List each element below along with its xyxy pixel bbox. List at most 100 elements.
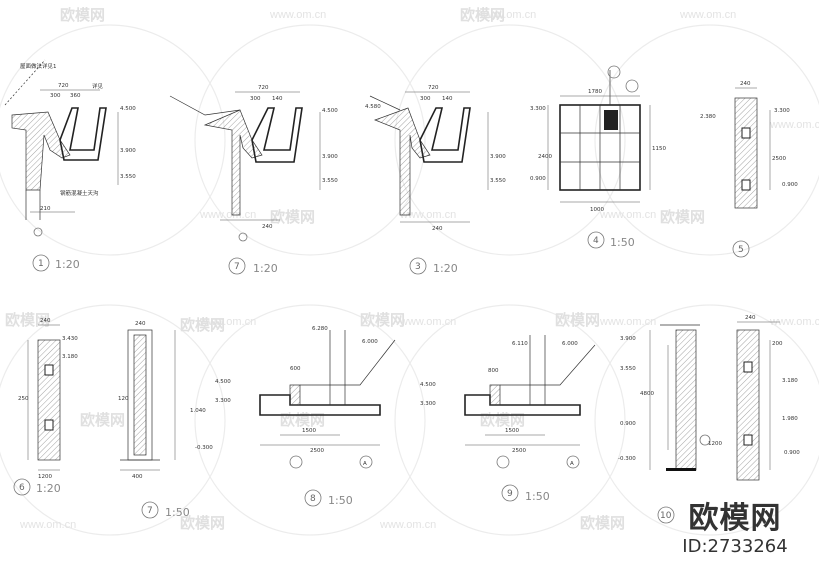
d8-axis-label: A [363, 461, 367, 467]
d2-number: 7 [234, 262, 240, 272]
watermark-logo: 欧模网 [480, 411, 525, 429]
d2-level-2: 3.900 [322, 154, 338, 160]
d3-dim-240: 240 [432, 226, 443, 232]
watermark-url: www.om.cn [19, 519, 76, 531]
d8-dim-2500: 2500 [310, 448, 324, 454]
d1-level-2: 3.900 [120, 148, 136, 154]
detail-11 [736, 321, 780, 481]
d2-scale: 1:20 [253, 262, 278, 275]
d11-level-2: 1.980 [782, 416, 798, 422]
watermark-logo: 欧模网 [460, 6, 505, 24]
watermark-logo: 欧模网 [555, 311, 600, 329]
d2-dim-300: 300 [250, 96, 261, 102]
d8-level-3: 4.500 [215, 379, 231, 385]
d10-dim-4800: 4800 [640, 391, 654, 397]
d7-callout-circle [141, 501, 159, 519]
d8-level-1: 6.280 [312, 326, 328, 332]
watermark-logo: 欧模网 [280, 411, 325, 429]
d10-level-4: -0.300 [618, 456, 636, 462]
d8-number: 8 [310, 494, 316, 504]
d4-callout-circle [587, 231, 605, 249]
d11-level-3: 0.900 [784, 450, 800, 456]
d8-dim-600: 600 [290, 366, 301, 372]
watermark-logo: 欧模网 [270, 208, 315, 226]
d10-callout-circle [657, 506, 675, 524]
d1-dim-300: 300 [50, 93, 61, 99]
d9-level-2: 6.000 [562, 341, 578, 347]
d9-dim-800: 800 [488, 368, 499, 374]
watermark-logo: 欧模网 [660, 208, 705, 226]
d2-callout-circle [228, 257, 246, 275]
watermark-logo: 欧模网 [180, 316, 225, 334]
d2-dim-140: 140 [272, 96, 283, 102]
detail-2 [169, 91, 321, 242]
d3-level-1: 4.580 [365, 104, 381, 110]
d11-dim-240: 240 [745, 315, 756, 321]
watermark-logo: 欧模网 [60, 6, 105, 24]
d4-number: 4 [593, 236, 599, 246]
d6-dim-240: 240 [40, 318, 51, 324]
watermark-url: www.om.cn [769, 316, 819, 328]
watermark-url: www.om.cn [599, 316, 656, 328]
d1-dim-210: 210 [40, 206, 51, 212]
brand-id: ID:2733264 [682, 536, 788, 557]
d3-level-2: 3.900 [490, 154, 506, 160]
d1-callout-circle [32, 254, 50, 272]
d3-level-3: 3.550 [490, 178, 506, 184]
d7-number: 7 [147, 506, 153, 516]
watermark-url: www.om.cn [199, 316, 256, 328]
watermark-layer: www.om.cn www.om.cn www.om.cn www.om.cn www.… [5, 6, 819, 532]
d4-level-1: 3.300 [530, 106, 546, 112]
d4-scale: 1:50 [610, 236, 635, 249]
d11-dim-200: 200 [772, 341, 783, 347]
d9-dim-1500: 1500 [505, 428, 519, 434]
d4-dim-2400: 2400 [538, 154, 552, 160]
watermark-logo: 欧模网 [180, 514, 225, 532]
detail-3 [369, 91, 489, 223]
detail-8 [259, 330, 396, 469]
d3-scale: 1:20 [433, 262, 458, 275]
d2-level-3: 3.550 [322, 178, 338, 184]
d1-note-3: 钢筋混凝土天沟 [60, 189, 99, 197]
d5-number: 5 [738, 245, 744, 255]
d10-dim-1200: 1200 [708, 441, 722, 447]
d9-callout-circle [501, 484, 519, 502]
d1-level-3: 3.550 [120, 174, 136, 180]
d6-level-1: 3.430 [62, 336, 78, 342]
d9-level-4: 3.300 [420, 401, 436, 407]
d3-number: 3 [415, 262, 421, 272]
d4-dim-1000: 1000 [590, 207, 604, 213]
d6-dim-250: 250 [18, 396, 29, 402]
d6-scale: 1:20 [36, 482, 61, 495]
d7-dim-120: 120 [118, 396, 129, 402]
d1-dim-720: 720 [58, 83, 69, 89]
d6-dim-1200: 1200 [38, 474, 52, 480]
d5-dim-240: 240 [740, 81, 751, 87]
d9-dim-2500: 2500 [512, 448, 526, 454]
brand-watermark: 欧模网 ID:2733264 [660, 502, 810, 558]
detail-6 [27, 324, 61, 471]
watermark-logo: 欧模网 [5, 311, 50, 329]
d2-dim-720: 720 [258, 85, 269, 91]
d2-level-1: 4.500 [322, 108, 338, 114]
detail-4 [547, 65, 651, 203]
d10-number: 10 [660, 511, 672, 521]
detail-10 [649, 324, 711, 471]
d3-callout-circle [409, 257, 427, 275]
watermark-url: www.om.cn [679, 9, 736, 21]
d4-level-2: 0.900 [530, 176, 546, 182]
watermark-url: www.om.cn [379, 519, 436, 531]
d8-callout-circle [304, 489, 322, 507]
d7-dim-400: 400 [132, 474, 143, 480]
watermark-url: www.om.cn [269, 9, 326, 21]
detail-1 [4, 59, 119, 237]
d9-level-3: 4.500 [420, 382, 436, 388]
watermark-url: www.om.cn [399, 209, 456, 221]
d1-dim-360: 360 [70, 93, 81, 99]
d1-number: 1 [38, 259, 44, 269]
watermark-logo: 欧模网 [360, 311, 405, 329]
d8-level-4: 3.300 [215, 398, 231, 404]
d6-callout-circle [13, 478, 31, 496]
d8-level-2: 6.000 [362, 339, 378, 345]
